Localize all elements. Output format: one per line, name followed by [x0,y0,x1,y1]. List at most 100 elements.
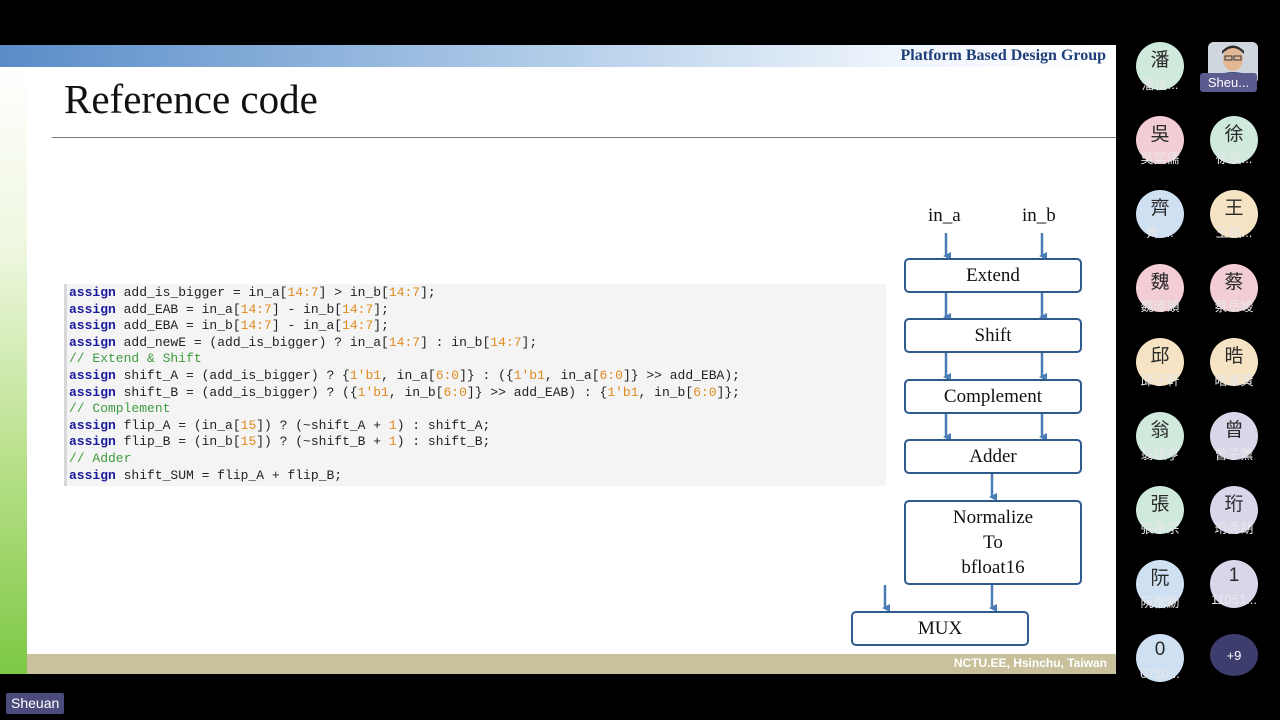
avatar-initial: 翁 [1150,419,1170,441]
code-literal: 15 [240,434,257,450]
code-line: // Adder [67,451,886,468]
participant-name: 王銘... [1215,225,1253,240]
participant-avatar: 1 [1210,560,1258,608]
participant-avatar: 0 [1136,634,1184,682]
code-literal: 6:0 [435,367,460,383]
participant-tile[interactable]: 邱邱子軒 [1124,338,1196,408]
avatar-initial: 潘 [1150,49,1170,71]
participant-tile[interactable]: 晧晧羣黃 [1198,338,1270,408]
code-text: ] - in_a[ [271,318,343,334]
participant-avatar: 徐 [1210,116,1258,164]
code-keyword: assign [69,434,116,450]
code-text: shift_B = (add_is_bigger) ? ({ [115,384,358,400]
slide-title: Reference code [64,76,318,122]
code-keyword: assign [69,285,116,300]
code-text: , in_b[ [388,384,444,400]
code-text: ) : shift_A; [396,417,491,433]
participant-tile[interactable]: 張張承宗 [1124,486,1196,556]
code-keyword: assign [69,417,116,433]
participant-avatar: 吳 [1136,116,1184,164]
code-text: ]; [373,318,389,334]
code-literal: 1 [388,434,397,450]
code-literal: 15 [240,417,257,433]
participant-name: 阮楷勳 [1140,595,1180,610]
code-literal: 6:0 [599,367,623,383]
code-line: assign add_EBA = in_b[14:7] - in_a[14:7]… [67,318,886,335]
participant-name: 翁碩亨 [1140,447,1180,462]
code-line: assign flip_A = (in_a[15]) ? (~shift_A +… [67,418,886,435]
participant-tile[interactable]: Sheu... [1198,42,1270,112]
participant-tile[interactable]: 曾曾子薰 [1198,412,1270,482]
code-keyword: assign [69,467,116,483]
participant-tile[interactable]: 潘潘信... [1124,42,1196,112]
shift-block: Shift [904,318,1082,353]
participant-tile[interactable]: 蔡蔡岳峻 [1198,264,1270,334]
code-keyword: assign [69,301,116,317]
participant-tile[interactable]: 翁翁碩亨 [1124,412,1196,482]
code-text: ]} >> add_EBA); [622,367,740,383]
code-line: assign add_EAB = in_a[14:7] - in_b[14:7]… [67,302,886,319]
code-text: flip_A = (in_a[ [115,417,241,433]
participant-tile[interactable]: 珩珩秀胡 [1198,486,1270,556]
footer-text: NCTU.EE, Hsinchu, Taiwan [953,656,1107,670]
code-keyword: assign [69,367,116,383]
code-text: , in_a[ [381,367,436,383]
code-text: add_is_bigger = in_a[ [115,285,288,300]
more-participants-button[interactable]: +9 [1210,634,1258,676]
participant-tile[interactable]: 吳吳奕儒 [1124,116,1196,186]
code-literal: 1'b1 [607,384,639,400]
code-text: ]) ? (~shift_A + [256,417,389,433]
code-literal: 6:0 [693,384,717,400]
normalize-line-2: To [983,532,1003,553]
code-keyword: assign [69,318,116,334]
avatar-initial: 0 [1154,639,1166,660]
participant-tile[interactable]: 徐徐浚... [1198,116,1270,186]
code-literal: 14:7 [342,318,374,334]
code-literal: 14:7 [490,334,522,350]
code-text: ]) ? (~shift_B + [256,434,389,450]
code-block: assign add_is_bigger = in_a[14:7] > in_b… [64,284,886,486]
participant-name: 曾子薰 [1214,447,1254,462]
participant-tile[interactable]: 魏魏瑋頡 [1124,264,1196,334]
code-text: ]}; [716,384,740,400]
code-literal: 14:7 [240,318,272,334]
normalize-line-1: Normalize [952,507,1034,528]
active-speaker-label: Sheuan [6,693,65,714]
slide-left-accent [0,67,27,674]
participant-tile[interactable]: 阮阮楷勳 [1124,560,1196,630]
code-literal: 14:7 [388,285,421,300]
code-literal: 6:0 [443,384,467,400]
avatar-initial: 魏 [1150,271,1170,293]
avatar-initial: 張 [1150,493,1170,515]
code-literal: 1 [388,417,397,433]
avatar-initial: 邱 [1150,345,1170,367]
code-text: ) : shift_B; [396,434,491,450]
code-line: assign shift_A = (add_is_bigger) ? {1'b1… [67,368,886,385]
avatar-initial: 王 [1224,197,1244,219]
complement-block: Complement [904,379,1082,414]
participant-tile[interactable]: 王王銘... [1198,190,1270,260]
participant-avatar: 張 [1136,486,1184,534]
code-text: flip_B = (in_b[ [115,434,241,450]
shared-slide: Platform Based Design Group Reference co… [0,45,1116,674]
participant-avatar: 潘 [1136,42,1184,90]
code-comment: // Complement [69,401,171,417]
group-name: Platform Based Design Group [900,47,1106,64]
code-text: ]; [521,334,538,350]
code-line: assign shift_B = (add_is_bigger) ? ({1'b… [67,385,886,402]
avatar-initial: 阮 [1150,567,1170,589]
avatar-initial: 珩 [1224,493,1244,515]
code-text: add_EAB = in_a[ [115,301,241,317]
normalize-line-3: bfloat16 [961,557,1025,578]
avatar-initial: 齊 [1150,197,1170,219]
participant-avatar: 曾 [1210,412,1258,460]
code-literal: 14:7 [287,285,319,300]
participant-name: 珩秀胡 [1214,521,1254,536]
code-text: ] : in_b[ [420,334,491,350]
participant-tile[interactable]: 齊齊 ... [1124,190,1196,260]
code-literal: 1'b1 [349,367,382,383]
code-text: ]; [420,285,436,300]
code-comment: // Adder [69,450,132,466]
